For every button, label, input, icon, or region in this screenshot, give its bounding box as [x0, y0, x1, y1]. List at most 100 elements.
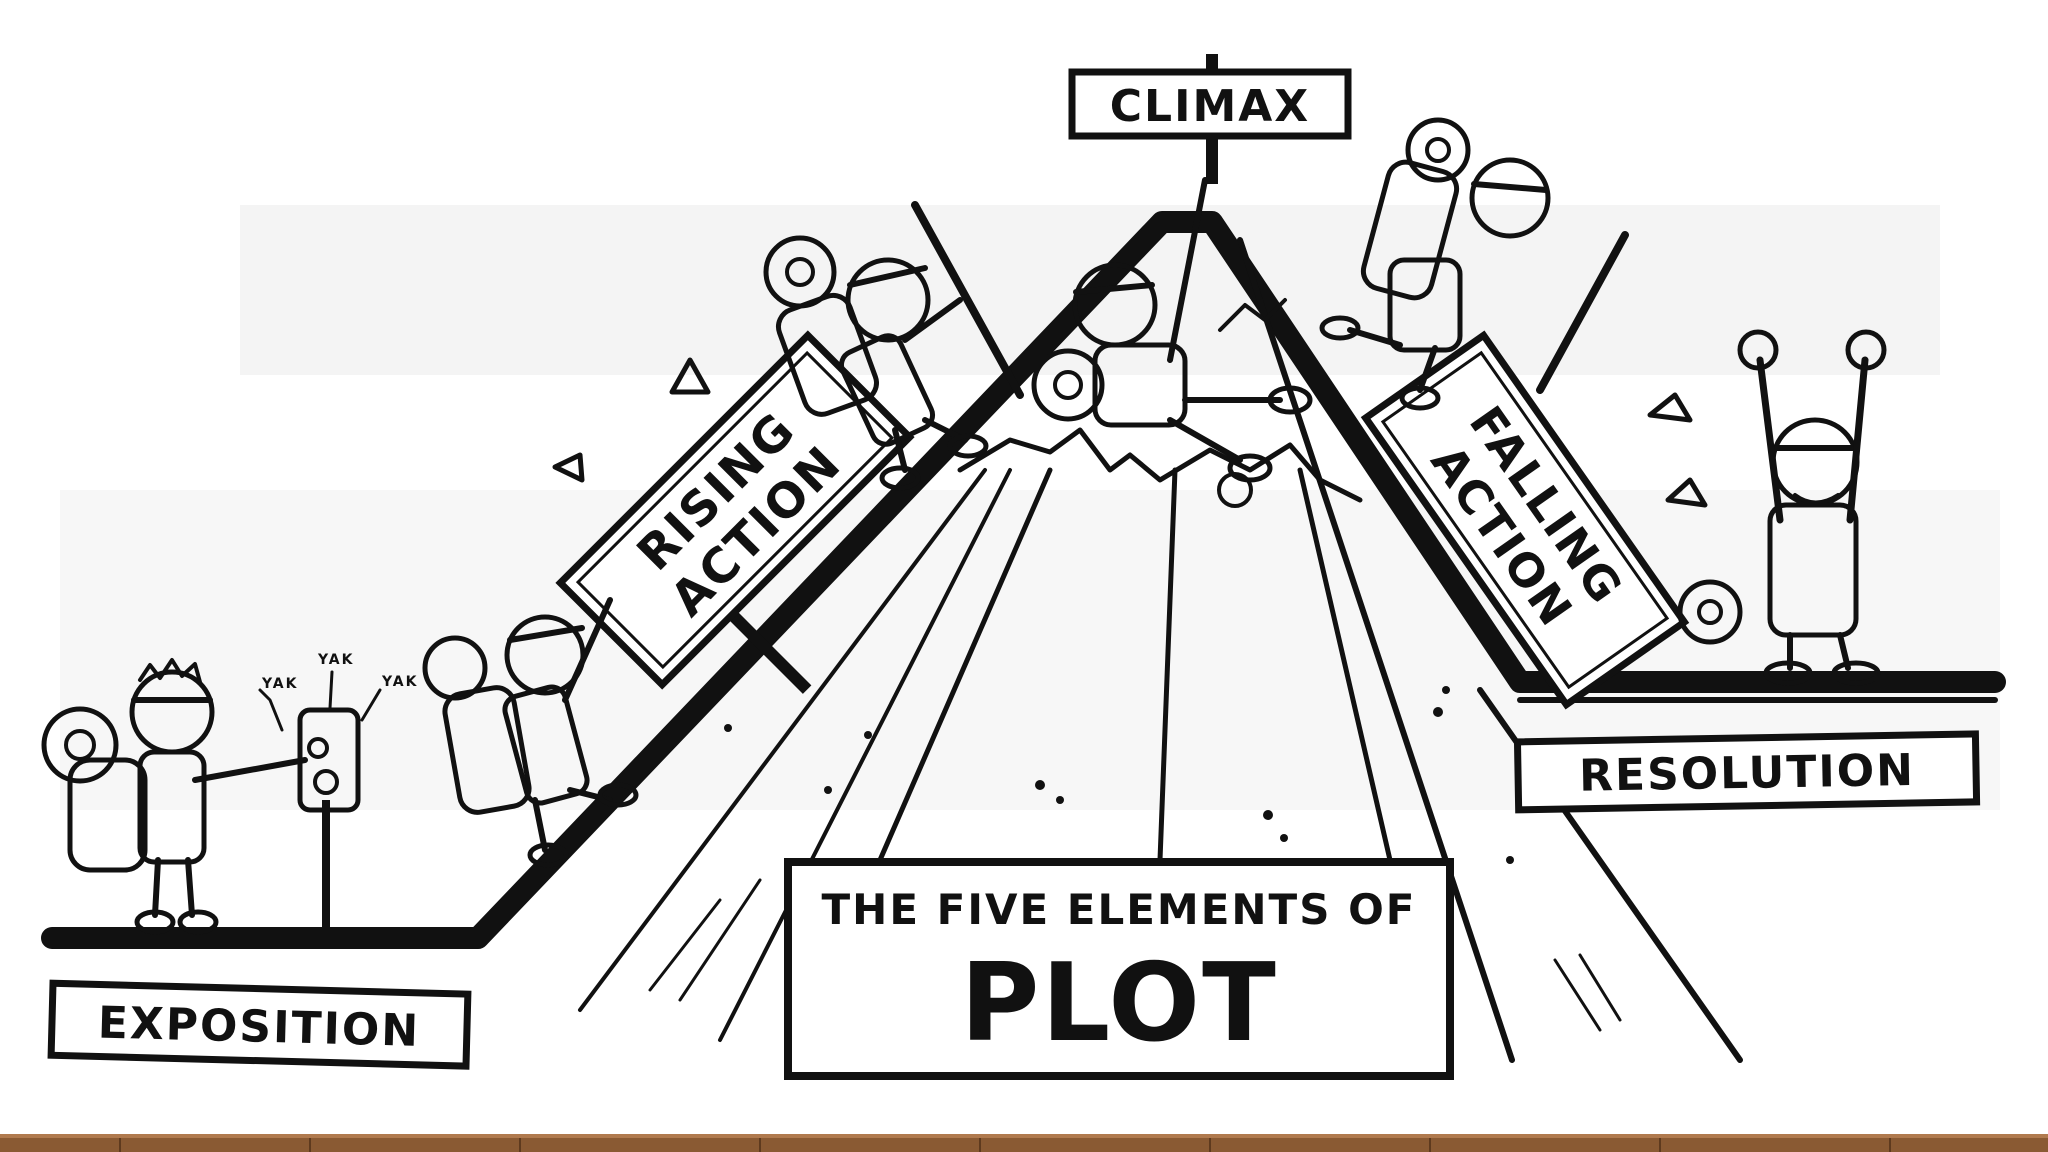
mountain-ridge-left — [877, 467, 1053, 863]
hiker-falling-figure — [1319, 117, 1708, 508]
debris-dot — [724, 724, 732, 732]
climax-label: CLIMAX — [1110, 81, 1310, 132]
hiker-upper-rising-figure — [763, 201, 1024, 491]
hiker-arm — [192, 757, 308, 783]
hiker-exposition-figure — [41, 658, 308, 935]
debris-dot — [1263, 810, 1273, 820]
boot-icon — [1227, 453, 1273, 483]
button-post: YAK YAK YAK — [258, 652, 418, 930]
exposition-label: EXPOSITION — [97, 997, 421, 1056]
hiker-resolution-figure — [1677, 329, 1887, 686]
boot-icon — [527, 842, 569, 868]
mountain-hatch — [1578, 953, 1622, 1022]
crack-line — [1218, 298, 1287, 332]
mountain-edge-right — [1237, 237, 1515, 1063]
backpack-icon — [1360, 159, 1460, 301]
bedroll-swirl — [785, 257, 815, 287]
hiker-rising-figure — [422, 357, 711, 868]
cap-icon — [1647, 392, 1693, 423]
title-sign: THE FIVE ELEMENTS OF PLOT — [784, 858, 1454, 1080]
debris-dot — [1506, 856, 1514, 864]
hiker-body — [1092, 342, 1188, 428]
hiker-body — [1767, 502, 1859, 638]
hiker-head — [845, 257, 931, 343]
mountain-hatch — [578, 468, 987, 1012]
cap-icon — [552, 452, 585, 483]
hiker-body — [838, 333, 936, 447]
bedroll-icon — [1677, 579, 1743, 645]
walking-stick — [1536, 231, 1629, 394]
boot-icon — [947, 433, 989, 459]
button-post-pole — [322, 800, 330, 930]
resolution-sign-board — [1513, 730, 1981, 814]
resolution-sign: RESOLUTION — [1513, 730, 1981, 814]
headband — [1073, 282, 1155, 295]
cap-icon — [669, 357, 711, 395]
boot-icon — [177, 909, 219, 935]
mountain-hatch — [1553, 958, 1602, 1032]
bedroll-icon — [1405, 117, 1471, 183]
bedroll-swirl — [1697, 599, 1723, 625]
bedroll-icon — [41, 706, 119, 784]
floor-highlight — [0, 1134, 2048, 1138]
bedroll-swirl — [64, 729, 96, 761]
rising-action-sign-board — [555, 330, 915, 690]
exposition-sign: EXPOSITION — [47, 979, 472, 1070]
debris-dot — [1433, 707, 1443, 717]
noise-mark — [258, 688, 284, 732]
button-box — [297, 707, 361, 813]
yak-mark: YAK — [381, 674, 418, 690]
hiker-arm — [562, 597, 613, 703]
hiker-body — [1387, 257, 1463, 353]
debris-dot — [824, 786, 832, 794]
title-line2: PLOT — [960, 941, 1278, 1066]
headband — [1471, 181, 1549, 193]
mountain-ridge-right — [1297, 467, 1393, 863]
walking-stick — [911, 201, 1024, 399]
rising-action-sign: RISING ACTION — [555, 330, 915, 694]
wood-floor-strip — [0, 1134, 2048, 1152]
broken-ridge — [957, 427, 1363, 503]
boot-icon — [1831, 660, 1881, 686]
hair — [138, 658, 202, 684]
debris-dot — [1035, 780, 1045, 790]
floor-plank-seams — [119, 1138, 1891, 1152]
noise-mark — [328, 670, 334, 710]
headband — [847, 265, 928, 288]
hiker-head — [1469, 157, 1551, 239]
mountain-hatch — [718, 468, 1012, 1042]
backpack-icon — [442, 685, 532, 815]
boot-icon — [1267, 385, 1313, 415]
hiker-arm-reaching — [1167, 177, 1208, 363]
debris-dot — [1056, 796, 1064, 804]
bedroll-swirl — [1425, 137, 1451, 163]
hiker-climax-figure — [1031, 177, 1313, 508]
boot-icon — [134, 909, 176, 935]
mountain-hatch — [678, 878, 762, 1002]
backpack-icon — [67, 757, 148, 873]
cap-icon — [1665, 477, 1708, 508]
debris-dot — [1280, 834, 1288, 842]
button-icon — [307, 737, 329, 759]
climax-sign-board — [1068, 68, 1352, 140]
mountain-ridge-center — [1157, 467, 1178, 863]
boot-icon — [1399, 385, 1441, 411]
bedroll-icon — [1217, 472, 1253, 508]
bedroll-swirl — [1053, 370, 1083, 400]
boot-icon — [1319, 315, 1361, 341]
boot-icon — [879, 465, 921, 491]
resolution-label: RESOLUTION — [1579, 745, 1916, 802]
hiker-body — [502, 684, 590, 806]
boot-icon — [597, 782, 639, 808]
fist-icon — [1737, 329, 1779, 371]
exposition-sign-board — [47, 979, 472, 1070]
hiker-legs — [152, 857, 195, 918]
speaker-icon — [313, 769, 339, 795]
hiker-arms-raised — [1756, 356, 1869, 524]
debris-dot — [1442, 686, 1450, 694]
debris-dot — [864, 731, 872, 739]
hiker-body — [137, 749, 207, 865]
fist-icon — [1845, 329, 1887, 371]
